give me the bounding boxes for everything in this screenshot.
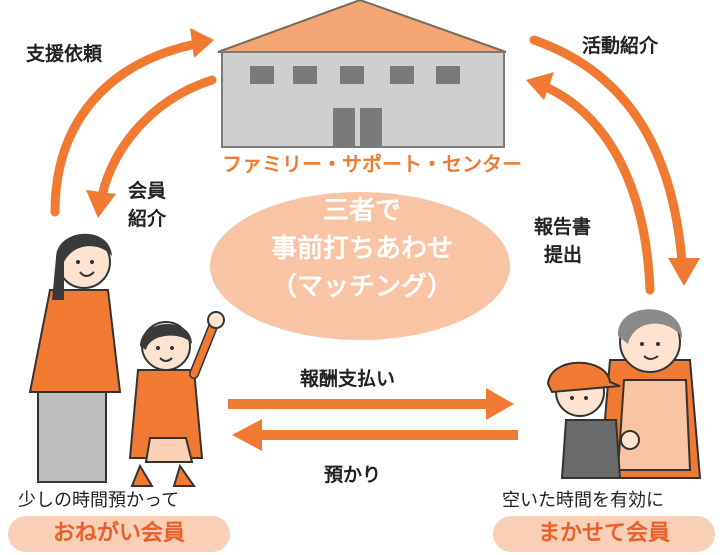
arrowhead-payment bbox=[486, 388, 514, 420]
arrow-care bbox=[258, 430, 518, 440]
mother-child-illustration bbox=[28, 233, 225, 487]
requester-badge: おねがい会員 bbox=[8, 516, 230, 552]
right-caption: 空いた時間を有効に bbox=[502, 490, 664, 511]
caregiver-child-illustration bbox=[546, 309, 702, 479]
activity-intro-label: 活動紹介 bbox=[582, 35, 659, 57]
matching-bubble-text: 三者で 事前打ちあわせ （マッチング） bbox=[212, 192, 512, 342]
arrow-activity-intro bbox=[529, 35, 687, 267]
arrowhead-report bbox=[526, 72, 554, 100]
arrow-report bbox=[543, 83, 655, 295]
arrowhead-care bbox=[232, 419, 262, 451]
member-intro-label-2: 紹介 bbox=[128, 208, 167, 230]
arrowhead-member-intro bbox=[86, 190, 116, 218]
support-request-label: 支援依頼 bbox=[26, 43, 103, 65]
report-label-2: 提出 bbox=[544, 244, 583, 266]
left-caption: 少しの時間預かって bbox=[18, 490, 180, 511]
arrow-member-intro bbox=[97, 75, 217, 201]
center-name: ファミリー・サポート・センター bbox=[222, 152, 522, 176]
provider-badge: まかせて会員 bbox=[493, 516, 715, 552]
member-intro-label-1: 会員 bbox=[128, 180, 167, 202]
payment-label: 報酬支払い bbox=[300, 368, 396, 390]
arrow-payment bbox=[228, 399, 490, 409]
matching-line-2: 事前打ちあわせ bbox=[270, 234, 453, 264]
report-label-1: 報告書 bbox=[534, 216, 592, 238]
arrowhead-support-request bbox=[190, 28, 214, 58]
care-label: 預かり bbox=[324, 464, 382, 486]
building-icon bbox=[217, 0, 507, 148]
arrow-support-request bbox=[50, 39, 201, 217]
matching-line-1: 三者で bbox=[322, 196, 401, 226]
matching-line-3: （マッチング） bbox=[270, 272, 453, 302]
arrowhead-activity-intro bbox=[668, 258, 700, 286]
matching-bubble-shape bbox=[210, 192, 510, 340]
